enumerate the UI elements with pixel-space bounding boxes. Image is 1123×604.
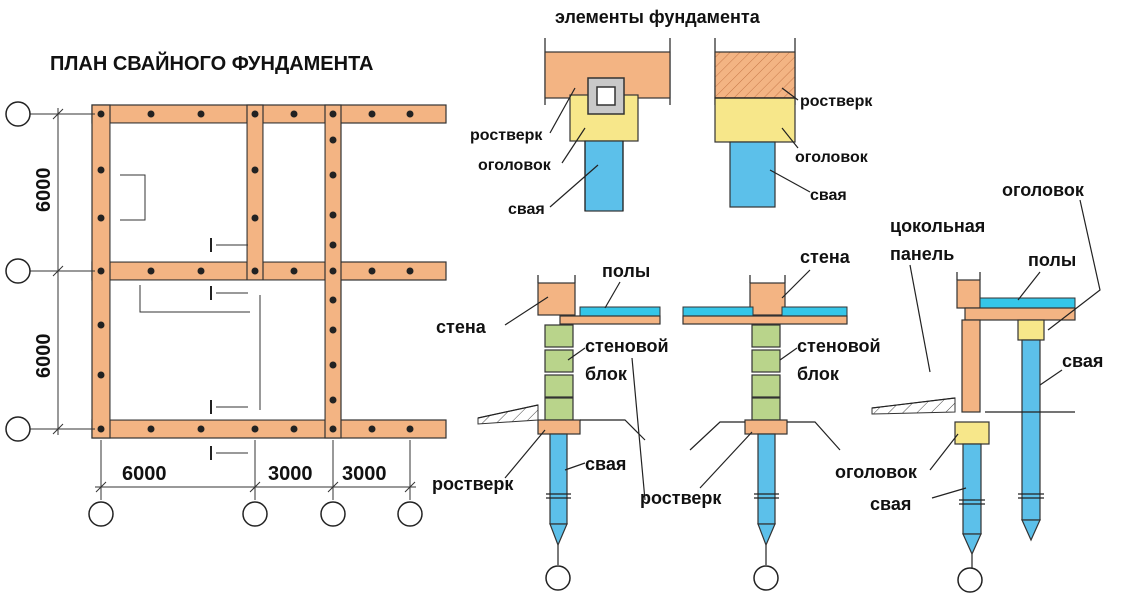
outer-label-blok: блок bbox=[585, 364, 628, 384]
inner-label-stenovoy: стеновой bbox=[797, 336, 881, 356]
plinth-label-ogolovok-bottom: оголовок bbox=[835, 462, 918, 482]
outer-label-stenovoy: стеновой bbox=[585, 336, 669, 356]
outer-label-rostverk: ростверк bbox=[432, 474, 514, 494]
dim-h-1: 6000 bbox=[122, 463, 167, 485]
dim-v-2: 6000 bbox=[33, 334, 55, 379]
outer-label-stena: стена bbox=[436, 317, 487, 337]
plan-grillage bbox=[91, 104, 447, 439]
plinth-label-poly: полы bbox=[1028, 250, 1076, 270]
plinth-label-ogolovok-top: оголовок bbox=[1002, 180, 1085, 200]
inner-label-rostverk: ростверк bbox=[640, 488, 722, 508]
section-outer-wall: полы стена стеновой блок ростверк свая bbox=[432, 261, 669, 591]
dim-h-2: 3000 bbox=[268, 463, 313, 485]
plan-title: ПЛАН СВАЙНОГО ФУНДАМЕНТА bbox=[50, 51, 373, 75]
plinth-label-panel: панель bbox=[890, 244, 954, 264]
element-detail-left: ростверк оголовок свая bbox=[470, 38, 671, 218]
plan-horizontal-dimensions: 6000 3000 3000 bbox=[88, 440, 423, 527]
plinth-label-svaya: свая bbox=[1062, 351, 1103, 371]
elem-right-rostverk: ростверк bbox=[800, 93, 873, 110]
plinth-label-svaya-bottom: свая bbox=[870, 494, 911, 514]
outer-label-poly: полы bbox=[602, 261, 650, 281]
elem-right-ogolovok: оголовок bbox=[795, 149, 869, 166]
elem-left-rostverk: ростверк bbox=[470, 127, 543, 144]
section-plinth-panel: оголовок цокольная панель полы свая огол… bbox=[835, 180, 1103, 593]
plan-section-lines bbox=[120, 174, 261, 460]
element-detail-right: ростверк оголовок свая bbox=[714, 38, 873, 208]
plan-vertical-dimensions: 6000 6000 bbox=[5, 101, 95, 442]
dim-h-3: 3000 bbox=[342, 463, 387, 485]
outer-label-svaya: свая bbox=[585, 454, 626, 474]
section-inner-wall: стена стеновой блок ростверк bbox=[640, 247, 881, 591]
dim-v-1: 6000 bbox=[33, 168, 55, 213]
elem-left-ogolovok: оголовок bbox=[478, 157, 552, 174]
elements-title: элементы фундамента bbox=[555, 7, 761, 27]
foundation-plan: ПЛАН СВАЙНОГО ФУНДАМЕНТА bbox=[5, 51, 447, 527]
elem-right-svaya: свая bbox=[810, 187, 847, 204]
foundation-elements: элементы фундамента ростверк оголовок св… bbox=[470, 7, 873, 218]
inner-label-blok: блок bbox=[797, 364, 840, 384]
inner-label-stena: стена bbox=[800, 247, 851, 267]
plan-piles bbox=[97, 110, 414, 433]
plinth-label-tsokolnaya: цокольная bbox=[890, 216, 985, 236]
elem-left-svaya: свая bbox=[508, 201, 545, 218]
